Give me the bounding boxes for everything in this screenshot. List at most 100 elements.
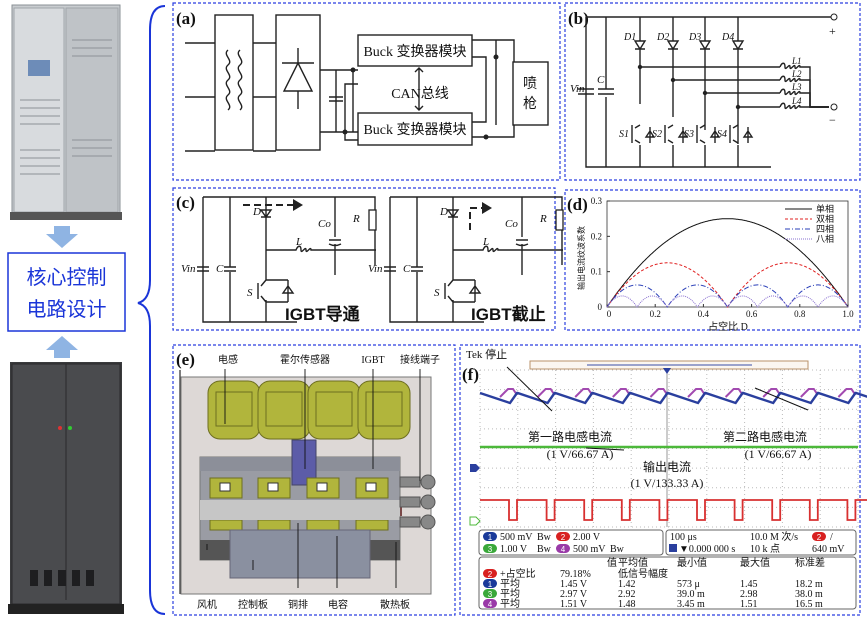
buck-module-bottom: Buck 变换器模块 [363, 121, 466, 138]
igbt-switch-icon [631, 124, 656, 144]
panel-label: (b) [568, 9, 589, 28]
diode-label: D3 [688, 32, 701, 43]
measurement-name: 平均 [500, 598, 520, 610]
panel-a-system-diagram: (a) Buck 变换器模块 Buck 变换器模块 CAN总线 喷 枪 [172, 2, 561, 181]
x-tick-label: 1.0 [842, 309, 854, 319]
label-inductor: 电感 [218, 353, 238, 366]
core-box-line-1: 核心控制 [27, 266, 107, 289]
igbt-on-caption: IGBT导通 [285, 305, 360, 324]
channel-badge-2 [556, 532, 570, 541]
channel-badge-2 [483, 569, 497, 578]
y-tick-label: 0.3 [591, 196, 603, 206]
svg-text:2: 2 [561, 533, 566, 542]
panel-label: (f) [462, 365, 479, 384]
arrow-up-icon [46, 336, 78, 358]
svg-text:4: 4 [561, 545, 566, 554]
measurement-value: 79.18% [560, 569, 591, 580]
panel-e-module-layout: (e) 电感 霍尔传感器 IGBT 接线端子 风机 控制板 铜排 电容 散热板 [172, 344, 456, 616]
x-tick-label: 0 [607, 309, 612, 319]
measurement-header: 最小值 [677, 556, 707, 569]
arrow-head-icon [293, 199, 303, 211]
sample-rate: 10.0 M 次/s [750, 530, 798, 543]
brace [137, 5, 166, 615]
label-terminal: 接线端子 [400, 353, 440, 366]
d-label: D [439, 206, 448, 218]
arrow-head-icon [482, 202, 492, 214]
measurement-value: 1.45 V [560, 579, 588, 590]
switch-label: S4 [717, 129, 727, 140]
measurement-value: 2.98 [740, 589, 758, 600]
switch-label: S2 [652, 129, 662, 140]
diode-label: D1 [623, 32, 636, 43]
measurement-value: 18.2 m [795, 579, 823, 590]
svg-text:2: 2 [488, 570, 493, 579]
record-length: 10 k 点 [750, 543, 780, 555]
svg-text:3: 3 [488, 590, 493, 599]
label-hall-sensor: 霍尔传感器 [280, 353, 330, 366]
measurement-value: 低信号幅度 [618, 567, 668, 580]
label-fan: 风机 [197, 598, 217, 611]
inductor-icon [779, 75, 829, 108]
ch3-marker-icon [469, 516, 481, 526]
diode-label: D2 [656, 32, 669, 43]
vin-label: Vin [181, 263, 196, 275]
timebase: 100 μs [670, 532, 697, 543]
trigger-position: ▼0.000 000 s [679, 544, 735, 555]
label-copper-bar: 铜排 [288, 598, 308, 611]
r-label: R [539, 213, 547, 225]
channel-badge-4 [556, 544, 570, 553]
series-line-1 [606, 218, 849, 308]
spray-gun-label: 枪 [523, 95, 537, 112]
measurement-value: 1.51 [740, 599, 758, 610]
svg-text:4: 4 [488, 600, 493, 609]
legend-label: 四相 [816, 223, 834, 234]
series-line-2 [606, 262, 849, 308]
trigger-icon [669, 544, 677, 552]
measurement-name: 平均 [500, 588, 520, 600]
bandwidth-limit: Bw [537, 532, 552, 543]
label-heatsink: 散热板 [380, 598, 410, 611]
series-line-8 [606, 295, 849, 308]
scope-status: Tek 停止 [466, 347, 507, 361]
x-tick-label: 0.6 [746, 309, 758, 319]
r-label: R [352, 213, 360, 225]
label-capacitor: 电容 [328, 598, 348, 611]
phase-leg [633, 17, 780, 167]
igbt-switch-icon [729, 124, 754, 144]
y-tick-label: 0.2 [591, 231, 602, 241]
s-label: S [247, 287, 253, 299]
bandwidth-limit: Bw [537, 544, 552, 555]
l-label: L [295, 236, 302, 248]
panel-label: (e) [176, 350, 195, 369]
annotation-arrows [506, 366, 809, 451]
measurement-name: +占空比 [500, 567, 536, 580]
phase-leg [698, 17, 780, 167]
dark-cabinet-photo [8, 362, 124, 614]
inductor-label: L3 [791, 82, 802, 92]
ch1-marker-icon [470, 464, 480, 472]
vin-label: Vin [368, 263, 383, 275]
x-tick-label: 0.2 [650, 309, 661, 319]
igbt-switch-icon [696, 124, 721, 144]
inductor-label: L1 [791, 56, 802, 66]
channel-scale: 500 mV [573, 544, 606, 555]
core-control-box: 核心控制 电路设计 [7, 252, 126, 332]
y-axis-label: 输出电流纹波系数 [576, 226, 586, 290]
x-tick-label: 0.8 [794, 309, 806, 319]
inductor-icon [779, 88, 829, 108]
label-control-board: 控制板 [238, 598, 268, 611]
measurement-header: 值 [607, 556, 617, 569]
buck-module-top: Buck 变换器模块 [363, 43, 466, 60]
x-axis-label: 占空比 D [708, 320, 748, 333]
plus-terminal: + [829, 24, 836, 38]
inductor-label: L2 [791, 69, 802, 79]
measurement-value: 1.51 V [560, 599, 588, 610]
measurement-header: 最大值 [740, 556, 770, 569]
channel-badge-1 [483, 579, 497, 588]
measurement-value: 573 μ [677, 579, 700, 590]
measurement-header: 标准差 [795, 556, 825, 569]
annotation-first-inductor: 第一路电感电流 [528, 429, 612, 444]
panel-f-oscilloscope: Tek 停止 (f) 第一路电感电流 (1 V/66.67 A) 第二路电感电流… [459, 344, 867, 616]
measurement-value: 38.0 m [795, 589, 823, 600]
